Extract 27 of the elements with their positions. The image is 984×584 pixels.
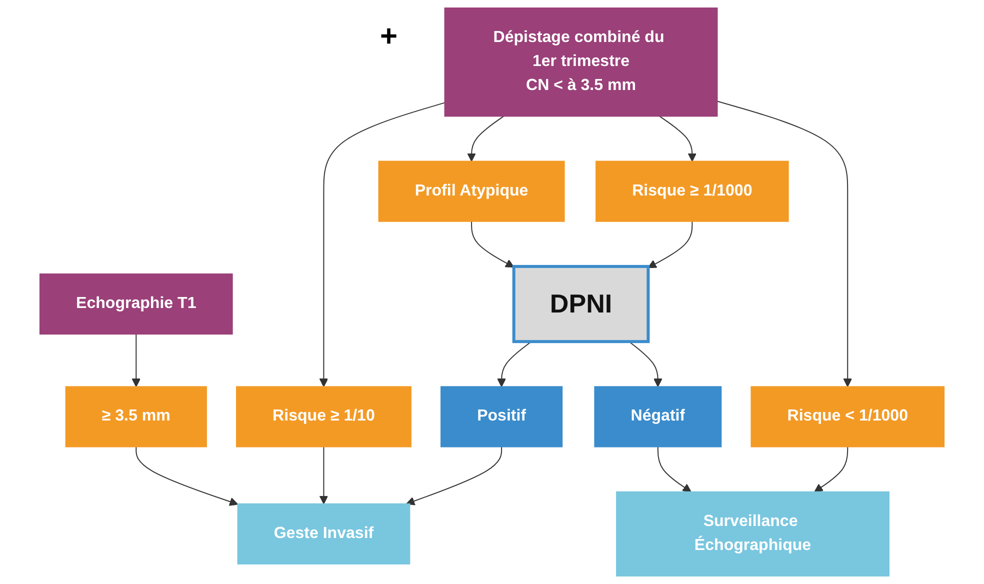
arrow	[319, 446, 328, 504]
node-box: Risque < 1/1000	[750, 386, 945, 448]
node-box: Echographie T1	[39, 273, 233, 335]
arrow	[716, 100, 852, 388]
arrow	[132, 334, 141, 388]
arrow	[136, 446, 238, 506]
plus-sign: +	[380, 20, 398, 53]
node-box: Positif	[440, 386, 563, 448]
node-box: DPNI	[512, 264, 650, 344]
node-box: Négatif	[594, 386, 722, 448]
arrow	[658, 116, 697, 162]
node-box: Geste Invasif	[237, 503, 410, 564]
arrow	[628, 341, 662, 388]
node-box: Dépistage combiné du 1er trimestre CN < à 3.5 mm	[444, 8, 718, 117]
arrow	[319, 102, 446, 388]
arrow	[497, 341, 532, 388]
arrow	[814, 446, 848, 492]
arrow	[648, 220, 693, 268]
arrow	[471, 220, 514, 268]
arrow	[406, 446, 502, 506]
node-box: Surveillance Échographique	[616, 491, 890, 576]
node-box: Profil Atypique	[378, 160, 565, 222]
node-box: Risque ≥ 1/10	[236, 386, 412, 448]
node-box: ≥ 3.5 mm	[65, 386, 207, 448]
arrow	[657, 446, 692, 492]
node-box: Risque ≥ 1/1000	[596, 160, 789, 222]
arrow	[467, 116, 504, 162]
